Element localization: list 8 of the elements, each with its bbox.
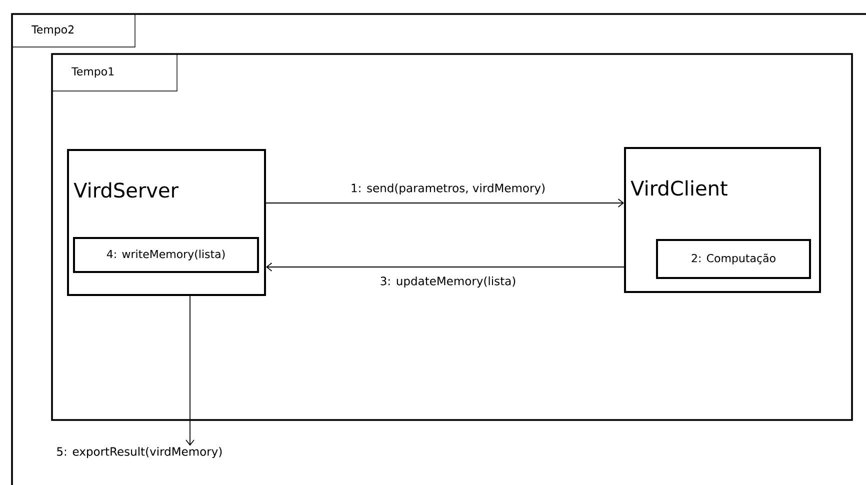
arrow (186, 296, 194, 446)
arrow (266, 262, 624, 272)
message-label: 5: exportResult(virdMemory) (57, 446, 222, 458)
arrow (266, 198, 624, 208)
operation-box: 4: writeMemory(lista) (73, 237, 259, 273)
operation-box: 2: Computação (656, 239, 811, 279)
edge-label: 3: updateMemory(lista) (378, 275, 518, 289)
edge-label: 1: send(parametros, virdMemory) (350, 182, 547, 196)
